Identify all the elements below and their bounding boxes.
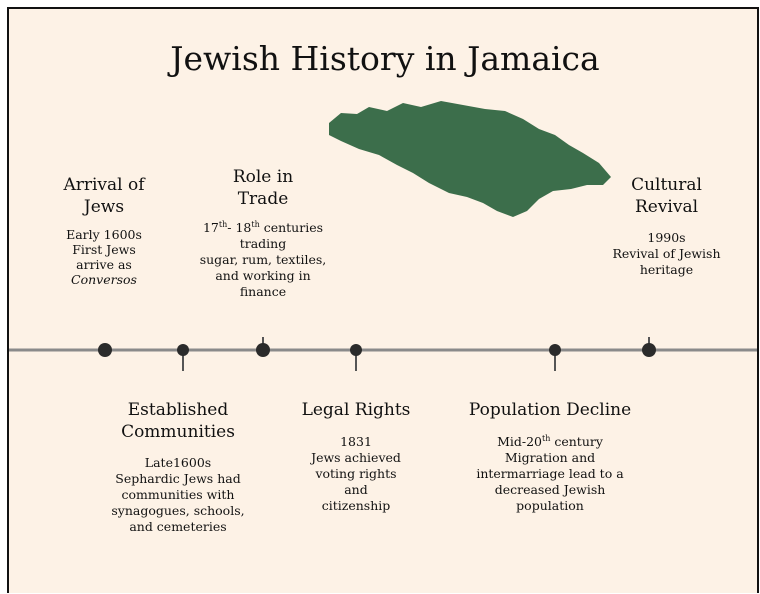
jamaica-map-icon <box>329 101 611 217</box>
event-title: Population Decline <box>445 399 655 421</box>
event-line: sugar, rum, textiles, <box>199 252 327 267</box>
event-legal: Legal Rights 1831 Jews achieved voting r… <box>286 399 426 514</box>
event-decline: Population Decline Mid-20th century Migr… <box>445 399 655 514</box>
event-title: Cultural Revival <box>594 174 739 218</box>
period-to-sup: th <box>251 219 260 229</box>
event-title-line: Legal Rights <box>301 400 411 420</box>
event-line: heritage <box>639 262 694 277</box>
event-description: Late1600s Sephardic Jews had communities… <box>103 455 253 535</box>
marker-arrival <box>98 343 112 357</box>
event-title-line: Role in <box>232 167 294 187</box>
period-from: 17 <box>202 220 219 235</box>
marker-legal <box>350 344 362 356</box>
event-line: population <box>516 498 584 513</box>
event-title-line: Trade <box>237 189 289 209</box>
event-title: Established Communities <box>103 399 253 443</box>
marker-communities <box>177 344 189 356</box>
event-title: Arrival of Jews <box>39 174 169 218</box>
period-to: 18 <box>235 220 252 235</box>
event-line: First Jews <box>72 242 136 257</box>
period-from: Mid-20 <box>497 434 542 449</box>
event-title: Role in Trade <box>183 166 343 210</box>
event-line: and working in <box>215 268 311 283</box>
event-line: 1990s <box>647 230 686 245</box>
period-from-sup: th <box>218 219 228 229</box>
event-line: Conversos <box>71 272 137 287</box>
event-line: decreased Jewish <box>494 482 606 497</box>
event-line: Jews achieved <box>311 450 401 465</box>
event-title: Legal Rights <box>286 399 426 421</box>
event-description: Mid-20th century Migration and intermarr… <box>445 434 655 514</box>
event-trade: Role in Trade 17th- 18th centuries tradi… <box>183 166 343 300</box>
event-line: Migration and <box>504 450 596 465</box>
event-line: Sephardic Jews had <box>115 471 241 486</box>
event-line: citizenship <box>321 498 391 513</box>
event-line: synagogues, schools, <box>111 503 245 518</box>
event-title-line: Established <box>127 400 229 420</box>
event-title-line: Communities <box>121 422 235 442</box>
event-title-line: Jews <box>83 197 125 217</box>
event-line: intermarriage lead to a <box>476 466 624 481</box>
jamaica-island-shape <box>329 101 611 217</box>
marker-trade <box>256 343 270 357</box>
event-line: and cemeteries <box>129 519 227 534</box>
event-period: 17th- 18th centuries <box>183 220 343 236</box>
period-from-sup: th <box>542 433 551 443</box>
period-tail: centuries <box>259 220 324 235</box>
marker-revival <box>642 343 656 357</box>
event-description: 1990s Revival of Jewish heritage <box>594 230 739 278</box>
event-line: Early 1600s <box>66 227 142 242</box>
event-line: trading <box>239 236 287 251</box>
event-line: arrive as <box>76 257 132 272</box>
event-title-line: Population Decline <box>468 400 632 420</box>
event-title-line: Arrival of <box>63 175 145 195</box>
event-line: Revival of Jewish <box>612 246 721 261</box>
event-title-line: Cultural <box>631 175 702 195</box>
event-line: Late1600s <box>144 455 212 470</box>
event-line: voting rights <box>315 466 397 481</box>
event-description: 1831 Jews achieved voting rights and cit… <box>286 434 426 514</box>
timeline-poster: Jewish History in Jamaica Arrival of Jew… <box>7 7 759 593</box>
event-line: finance <box>239 284 287 299</box>
timeline-axis <box>9 337 757 371</box>
event-period: Mid-20th century <box>445 434 655 450</box>
event-line: communities with <box>121 487 235 502</box>
event-description: Early 1600s First Jews arrive as Convers… <box>39 227 169 287</box>
event-revival: Cultural Revival 1990s Revival of Jewish… <box>594 174 739 278</box>
page-title: Jewish History in Jamaica <box>170 39 600 78</box>
period-tail: century <box>550 434 603 449</box>
event-title-line: Revival <box>634 197 699 217</box>
marker-decline <box>549 344 561 356</box>
event-line: and <box>344 482 368 497</box>
event-line: 1831 <box>340 434 372 449</box>
event-arrival: Arrival of Jews Early 1600s First Jews a… <box>39 174 169 287</box>
period-sep: - <box>227 220 236 235</box>
event-description: 17th- 18th centuries trading sugar, rum,… <box>183 220 343 300</box>
event-communities: Established Communities Late1600s Sephar… <box>103 399 253 535</box>
